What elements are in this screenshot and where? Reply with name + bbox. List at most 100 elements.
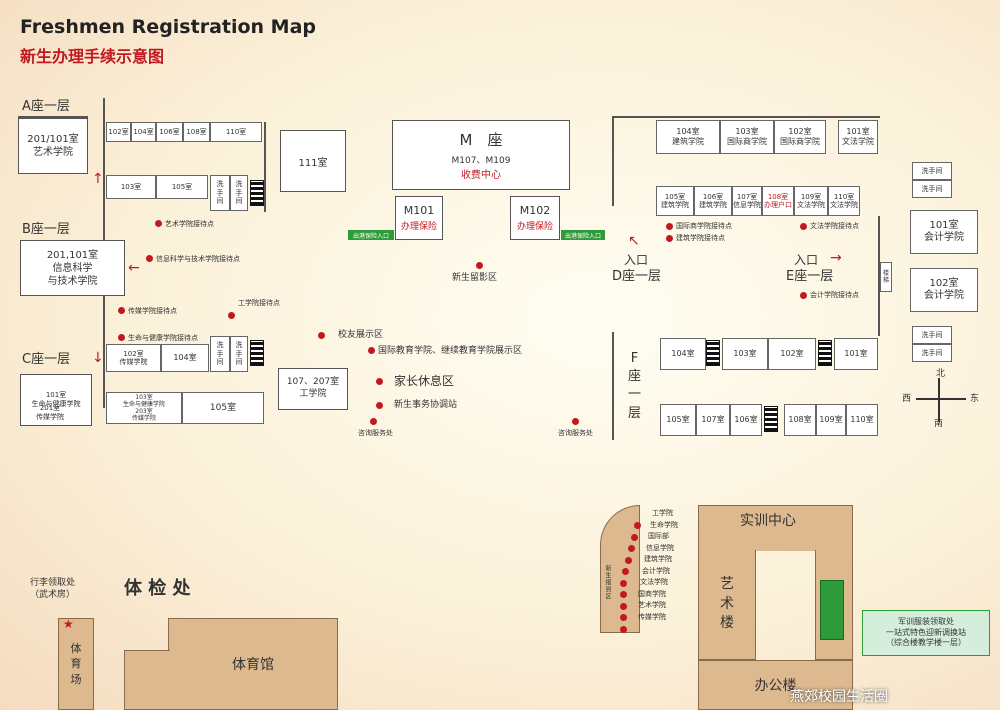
m102-label: M102 <box>519 204 551 217</box>
f-stairs2-icon <box>818 340 832 366</box>
college-dot <box>620 625 627 633</box>
gym-tall-building: 体 育 场 <box>58 618 94 710</box>
coord-dot <box>376 402 383 409</box>
a-room-102: 102室 <box>106 122 131 142</box>
floor-d-label: D座一层 <box>612 269 662 284</box>
d-entry-label: 入口 <box>624 253 649 267</box>
luggage-star-icon: ★ <box>63 617 74 631</box>
e-top-point-label: 文法学院接待点 <box>810 222 859 230</box>
f-room-101: 101室 <box>834 338 878 370</box>
f-room-106: 106室 <box>730 404 762 436</box>
c-eng-room: 107、207室 工学院 <box>278 368 348 410</box>
m-rooms: M107、M109 <box>451 156 511 166</box>
e-room-101: 101室 会计学院 <box>910 210 978 254</box>
f-stairs1-icon <box>706 340 720 366</box>
e-acc-point-label: 会计学院接待点 <box>810 291 859 299</box>
college-dot <box>628 545 635 552</box>
b-point1-label: 信息科学与技术学院接待点 <box>156 255 240 263</box>
college-label: 信息学院 <box>646 543 674 552</box>
f-room-103: 103室 <box>722 338 768 370</box>
college-dot <box>620 579 627 587</box>
floor-c-label: C座一层 <box>22 352 71 367</box>
a-room-106: 106室 <box>156 122 183 142</box>
f-room-109: 109室 <box>816 404 846 436</box>
college-dot <box>631 533 638 541</box>
a-stairs-icon <box>250 180 264 206</box>
watermark: 燕郊校园生活圈 <box>790 689 888 705</box>
consult1-label: 咨询服务处 <box>358 429 393 437</box>
a-room-111: 111室 <box>280 130 346 192</box>
college-dot <box>620 591 627 598</box>
title-cn: 新生办理手续示意图 <box>20 47 165 66</box>
f-room-108: 108室 <box>784 404 816 436</box>
parents-label: 家长休息区 <box>394 374 455 388</box>
m-entry-left: 出港保险入口 <box>348 230 394 240</box>
d-top-103: 103室 国际商学院 <box>720 120 774 154</box>
d-mid-106: 106室 建筑学院 <box>694 186 732 216</box>
m102-sub: 办理保险 <box>516 222 553 232</box>
compass-w: 西 <box>902 394 912 404</box>
college-dot <box>620 602 627 610</box>
e-side-stairs: 楼梯 <box>880 262 892 292</box>
consult1-dot <box>370 418 377 425</box>
arrow-e-icon: → <box>830 250 842 266</box>
d-point2-label: 建筑学院接待点 <box>676 234 725 242</box>
d-top-101: 101室 文法学院 <box>838 120 878 154</box>
floor-f-label: F 座 一 层 <box>628 351 642 421</box>
c-room-105: 105室 <box>182 392 264 424</box>
e-wash-4: 洗手间 <box>912 344 952 362</box>
d-top-102: 102室 国际商学院 <box>774 120 826 154</box>
connector-green <box>820 580 844 640</box>
c-eng-point-label: 工学院接待点 <box>238 299 280 307</box>
college-label: 会计学院 <box>642 566 670 575</box>
consult2-dot <box>572 418 579 425</box>
c-room-102: 102室 传媒学院 <box>106 344 161 372</box>
photo-dot <box>476 262 483 269</box>
college-label: 艺术学院 <box>638 601 666 609</box>
e-wash-2: 洗手间 <box>912 180 952 198</box>
f-stairs3-icon <box>764 406 778 432</box>
d-mid-105: 105室 建筑学院 <box>656 186 694 216</box>
arrow-b-icon: ← <box>128 260 140 276</box>
b-point1-dot <box>146 255 153 262</box>
college-label: 生命学院 <box>650 520 678 529</box>
f-room-107: 107室 <box>696 404 730 436</box>
college-label: 国商学院 <box>638 589 666 598</box>
a-room-110: 110室 <box>210 122 262 142</box>
f-room-110: 110室 <box>846 404 878 436</box>
parents-dot <box>376 378 383 385</box>
floor-a-label: A座一层 <box>22 99 70 114</box>
training-building <box>698 505 853 551</box>
a-wash-1: 洗 手 间 <box>210 175 230 211</box>
compass-n: 北 <box>936 369 946 379</box>
college-dot <box>622 568 629 575</box>
b-point3-dot <box>118 334 125 341</box>
b-point2-dot <box>118 307 125 314</box>
alumni-label: 校友展示区 <box>338 330 384 340</box>
floor-b-label: B座一层 <box>22 222 70 237</box>
arrow-c-icon: ↓ <box>92 350 104 366</box>
c-room-201: 201室 传媒学院 <box>36 404 64 422</box>
college-dot <box>634 522 641 529</box>
e-wash-3: 洗手间 <box>912 326 952 344</box>
d-mid-107: 107室 信息学院 <box>732 186 762 216</box>
college-label: 国际部 <box>648 532 669 540</box>
m101-label: M101 <box>403 204 435 217</box>
art-building: 艺 术 楼 <box>698 550 756 660</box>
d-mid-109: 109室 文法学院 <box>794 186 828 216</box>
c-wash-1: 洗 手 间 <box>210 336 230 372</box>
uniform-box: 军训服装领取处 一站式特色迎新调换站 （综合楼教学楼一层） <box>862 610 990 656</box>
floor-e-label: E座一层 <box>786 269 834 284</box>
a-point-label: 艺术学院接待点 <box>165 220 214 228</box>
c-room-101: 101室 生命与健康学院 <box>20 374 92 426</box>
alumni-dot <box>318 332 325 339</box>
m-fee: 收费中心 <box>461 170 501 181</box>
b-point3-label: 生命与健康学院接待点 <box>128 334 198 342</box>
a-wash-2: 洗 手 间 <box>230 175 248 211</box>
college-dot <box>625 556 632 564</box>
d-point2-dot <box>666 235 673 242</box>
a-art-label: 201/101室 艺术学院 <box>27 134 79 158</box>
d-point1-dot <box>666 223 673 230</box>
def-outline-top <box>612 116 880 118</box>
f-room-102: 102室 <box>768 338 816 370</box>
